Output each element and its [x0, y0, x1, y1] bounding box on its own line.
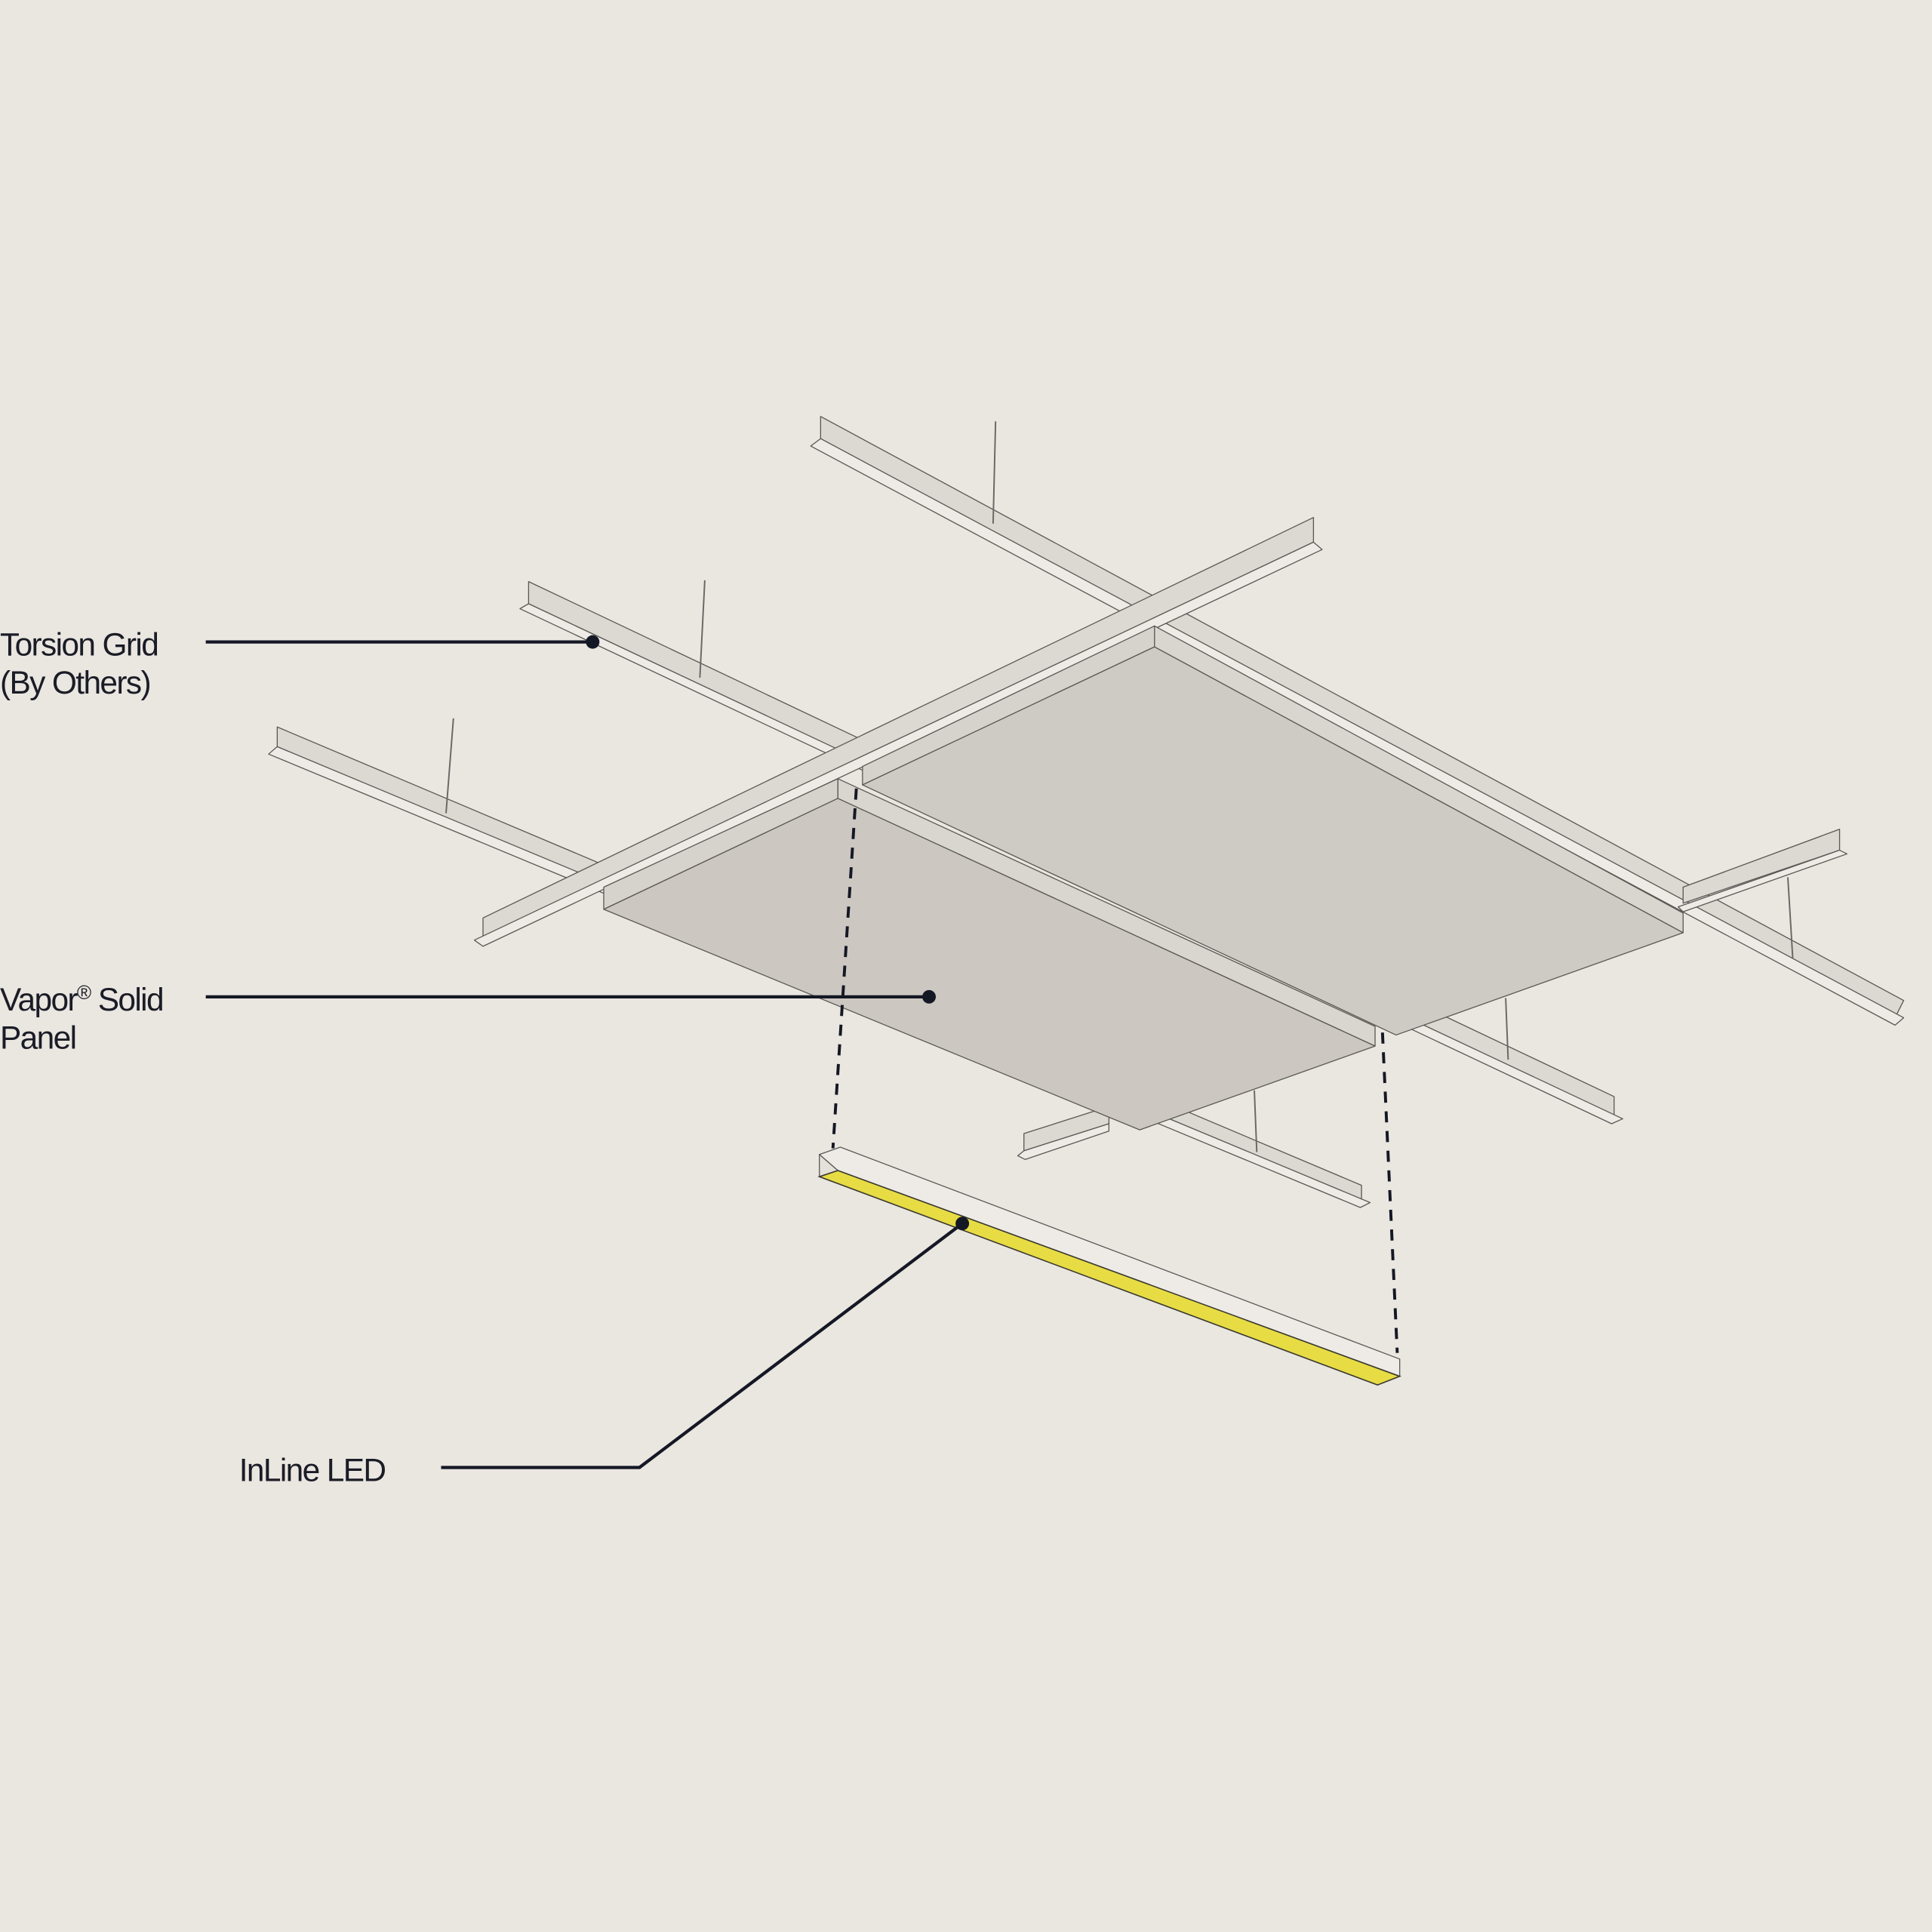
label-vapor-panel-line1: Vapor® Solid: [0, 981, 163, 1017]
hanger-wires: [445, 421, 1794, 1152]
leader-vapor-panel: [205, 989, 936, 1004]
projection-line-right: [1380, 1032, 1399, 1353]
vapor-solid-panel-back: [862, 625, 1684, 1036]
projection-line-left: [831, 788, 858, 1149]
cross-tee-right: [1678, 829, 1847, 912]
vapor-solid-panel-front: [603, 778, 1376, 1131]
label-vapor-name: Vapor: [0, 982, 78, 1017]
cross-tee-main: [473, 517, 1323, 947]
label-torsion-grid-line1: Torsion Grid: [0, 627, 158, 663]
leader-inline-led: [441, 1217, 970, 1469]
leader-torsion-grid: [205, 635, 600, 649]
label-inline-led: InLine LED: [239, 1452, 386, 1487]
registered-mark: ®: [77, 981, 91, 1004]
label-vapor-panel-line2: Panel: [0, 1020, 75, 1055]
main-runner-a: [810, 416, 1905, 1026]
cross-tee-bottom: [1017, 1106, 1110, 1160]
label-torsion-grid-line2: (By Others): [0, 665, 150, 700]
label-vapor-solid: Solid: [91, 982, 163, 1017]
